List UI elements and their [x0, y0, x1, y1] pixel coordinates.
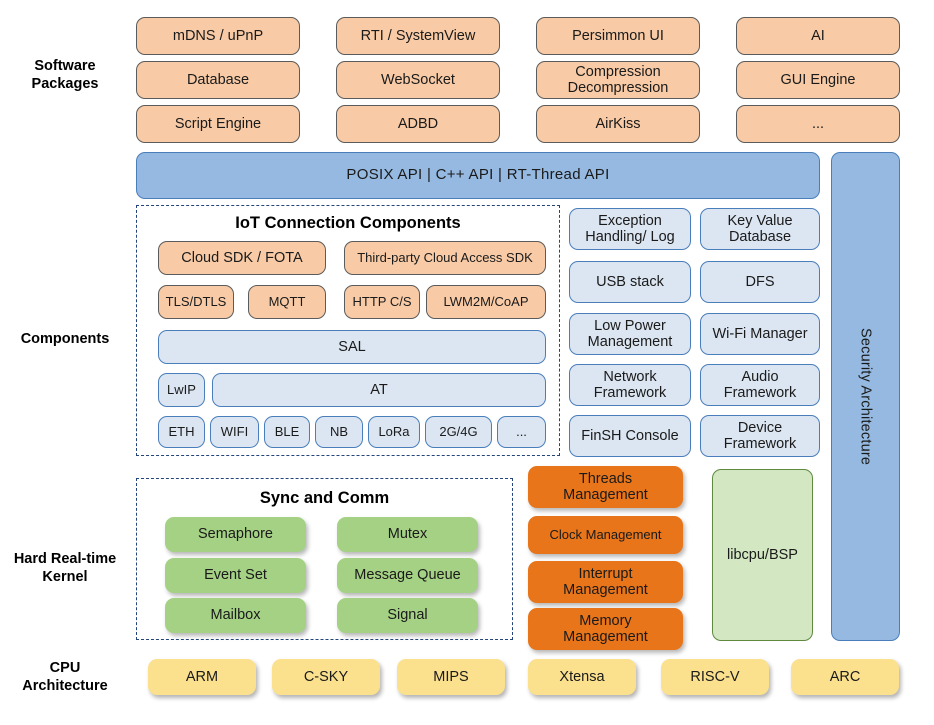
iot-link-box[interactable]: LoRa — [368, 416, 420, 448]
component-box[interactable]: Low Power Management — [569, 313, 691, 355]
kernel-management-box[interactable]: Memory Management — [528, 608, 683, 650]
component-box[interactable]: DFS — [700, 261, 820, 303]
security-architecture-bar[interactable]: Security Architecture — [831, 152, 900, 641]
kernel-sync-box[interactable]: Mailbox — [165, 598, 306, 633]
iot-protocol-box[interactable]: HTTP C/S — [344, 285, 420, 319]
component-box[interactable]: Key Value Database — [700, 208, 820, 250]
package-box[interactable]: ADBD — [336, 105, 500, 143]
cpu-arch-box[interactable]: RISC-V — [661, 659, 769, 695]
api-bar[interactable]: POSIX API | C++ API | RT-Thread API — [136, 152, 820, 199]
iot-connection-group — [136, 205, 560, 456]
package-box[interactable]: Database — [136, 61, 300, 99]
cpu-arch-box[interactable]: ARM — [148, 659, 256, 695]
package-box[interactable]: RTI / SystemView — [336, 17, 500, 55]
kernel-sync-box[interactable]: Message Queue — [337, 558, 478, 593]
package-box[interactable]: WebSocket — [336, 61, 500, 99]
component-box[interactable]: Device Framework — [700, 415, 820, 457]
kernel-management-box[interactable]: Threads Management — [528, 466, 683, 508]
iot-protocol-box[interactable]: LWM2M/CoAP — [426, 285, 546, 319]
security-architecture-label: Security Architecture — [857, 327, 874, 466]
libcpu-bsp-box[interactable]: libcpu/BSP — [712, 469, 813, 641]
package-box[interactable]: mDNS / uPnP — [136, 17, 300, 55]
cpu-arch-box[interactable]: Xtensa — [528, 659, 636, 695]
iot-lwip-box[interactable]: LwIP — [158, 373, 205, 407]
package-box[interactable]: ... — [736, 105, 900, 143]
component-box[interactable]: USB stack — [569, 261, 691, 303]
package-box[interactable]: Compression Decompression — [536, 61, 700, 99]
iot-cloud-sdk-box[interactable]: Cloud SDK / FOTA — [158, 241, 326, 275]
row-label-components: Components — [20, 330, 110, 347]
iot-group-title: IoT Connection Components — [235, 214, 461, 232]
iot-sal-box[interactable]: SAL — [158, 330, 546, 364]
kernel-management-box[interactable]: Interrupt Management — [528, 561, 683, 603]
iot-thirdparty-sdk-box[interactable]: Third-party Cloud Access SDK — [344, 241, 546, 275]
row-label-software-packages: Software Packages — [31, 57, 99, 92]
kernel-sync-box[interactable]: Signal — [337, 598, 478, 633]
iot-link-box[interactable]: 2G/4G — [425, 416, 492, 448]
kernel-sync-box[interactable]: Mutex — [337, 517, 478, 552]
iot-protocol-box[interactable]: TLS/DTLS — [158, 285, 234, 319]
sync-comm-group-title: Sync and Comm — [259, 489, 390, 507]
row-label-cpu-architecture: CPU Architecture — [22, 659, 108, 694]
package-box[interactable]: AI — [736, 17, 900, 55]
component-box[interactable]: FinSH Console — [569, 415, 691, 457]
iot-link-box[interactable]: BLE — [264, 416, 310, 448]
component-box[interactable]: Network Framework — [569, 364, 691, 406]
kernel-management-box[interactable]: Clock Management — [528, 516, 683, 554]
sync-comm-group — [136, 478, 513, 640]
cpu-arch-box[interactable]: C-SKY — [272, 659, 380, 695]
package-box[interactable]: Script Engine — [136, 105, 300, 143]
package-box[interactable]: Persimmon UI — [536, 17, 700, 55]
iot-link-box[interactable]: WIFI — [210, 416, 259, 448]
cpu-arch-box[interactable]: ARC — [791, 659, 899, 695]
iot-link-box[interactable]: ... — [497, 416, 546, 448]
iot-protocol-box[interactable]: MQTT — [248, 285, 326, 319]
kernel-sync-box[interactable]: Semaphore — [165, 517, 306, 552]
cpu-arch-box[interactable]: MIPS — [397, 659, 505, 695]
kernel-sync-box[interactable]: Event Set — [165, 558, 306, 593]
iot-link-box[interactable]: ETH — [158, 416, 205, 448]
component-box[interactable]: Audio Framework — [700, 364, 820, 406]
package-box[interactable]: AirKiss — [536, 105, 700, 143]
package-box[interactable]: GUI Engine — [736, 61, 900, 99]
row-label-kernel: Hard Real-time Kernel — [13, 550, 117, 585]
component-box[interactable]: Wi-Fi Manager — [700, 313, 820, 355]
iot-at-box[interactable]: AT — [212, 373, 546, 407]
component-box[interactable]: Exception Handling/ Log — [569, 208, 691, 250]
iot-link-box[interactable]: NB — [315, 416, 363, 448]
